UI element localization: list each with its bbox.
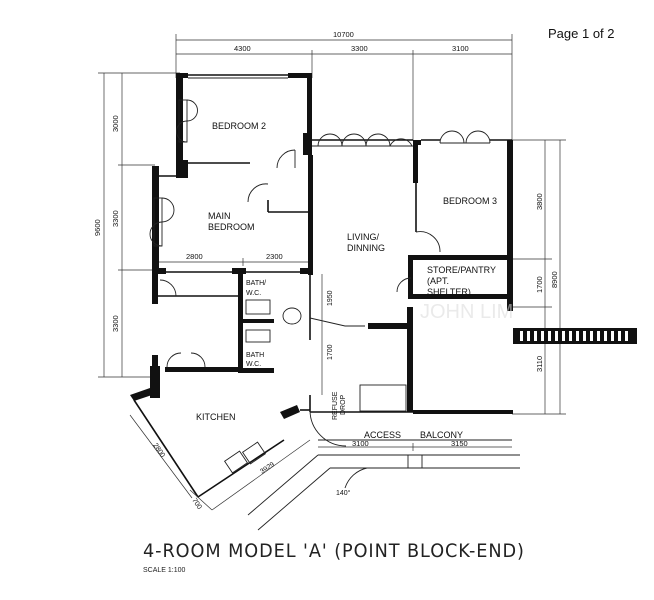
dim-right-1700: 1700 bbox=[535, 276, 544, 293]
dim-kitchen-3929: 3929 bbox=[259, 461, 276, 476]
label-bath-2: BATH bbox=[246, 352, 264, 359]
plan-scale: SCALE 1:100 bbox=[143, 567, 186, 574]
corridor-edges bbox=[129, 414, 520, 531]
dim-right-3800: 3800 bbox=[535, 193, 544, 210]
watermark-strip: JOHN LIM bbox=[420, 301, 637, 344]
doors-windows bbox=[149, 99, 491, 474]
page-label: Page 1 of 2 bbox=[548, 26, 615, 41]
watermark-text: JOHN LIM bbox=[420, 301, 513, 323]
label-bath-2b: W.C. bbox=[246, 361, 261, 368]
dim-total-width: 10700 bbox=[333, 30, 354, 39]
label-kitchen: KITCHEN bbox=[196, 412, 236, 422]
dim-bed-2800: 2800 bbox=[186, 252, 203, 261]
label-main-bedroom-1: MAIN bbox=[208, 211, 231, 221]
label-store-3: SHELTER) bbox=[427, 287, 471, 297]
label-bath-wc-2: W.C. bbox=[246, 290, 261, 297]
dim-9600: 9600 bbox=[93, 219, 102, 236]
dim-kitchen-700: 700 bbox=[190, 497, 202, 511]
top-dimensions: 10700 4300 3300 3100 bbox=[175, 30, 513, 140]
label-refuse: REFUSE bbox=[332, 391, 339, 420]
right-dimensions: 3800 1700 3110 8900 bbox=[512, 139, 566, 415]
dim-balcony-3150: 3150 bbox=[451, 439, 468, 448]
label-bath-wc-1: BATH/ bbox=[246, 280, 266, 287]
dim-3100: 3100 bbox=[452, 44, 469, 53]
dim-right-3110: 3110 bbox=[535, 356, 544, 372]
dim-4300: 4300 bbox=[234, 44, 251, 53]
label-bedroom-2: BEDROOM 2 bbox=[212, 121, 266, 131]
dim-right-8900: 8900 bbox=[550, 271, 559, 288]
dim-access-3100: 3100 bbox=[352, 439, 369, 448]
walls bbox=[130, 73, 520, 498]
dim-3300: 3300 bbox=[351, 44, 368, 53]
left-dimensions: 9600 3000 3300 3300 bbox=[93, 72, 180, 378]
label-store-2: (APT. bbox=[427, 276, 449, 286]
label-bedroom-3: BEDROOM 3 bbox=[443, 196, 497, 206]
label-access: ACCESS bbox=[364, 430, 401, 440]
label-living-2: DINNING bbox=[347, 243, 385, 253]
dim-1700: 1700 bbox=[327, 344, 334, 360]
label-living-1: LIVING/ bbox=[347, 232, 380, 242]
label-drop: DROP bbox=[340, 394, 347, 415]
room-labels: BEDROOM 2 MAIN BEDROOM BEDROOM 3 LIVING/… bbox=[196, 121, 497, 440]
dim-bed-2300: 2300 bbox=[266, 252, 283, 261]
label-balcony: BALCONY bbox=[420, 430, 463, 440]
dim-left-3000: 3000 bbox=[111, 115, 120, 132]
dim-left-3300b: 3300 bbox=[111, 315, 120, 332]
dim-1950: 1950 bbox=[327, 290, 334, 306]
label-store-1: STORE/PANTRY bbox=[427, 265, 496, 275]
dim-angle: 140° bbox=[336, 489, 351, 497]
label-main-bedroom-2: BEDROOM bbox=[208, 222, 255, 232]
plan-title: 4-ROOM MODEL 'A' (POINT BLOCK-END) bbox=[143, 540, 525, 562]
dim-left-3300a: 3300 bbox=[111, 210, 120, 227]
